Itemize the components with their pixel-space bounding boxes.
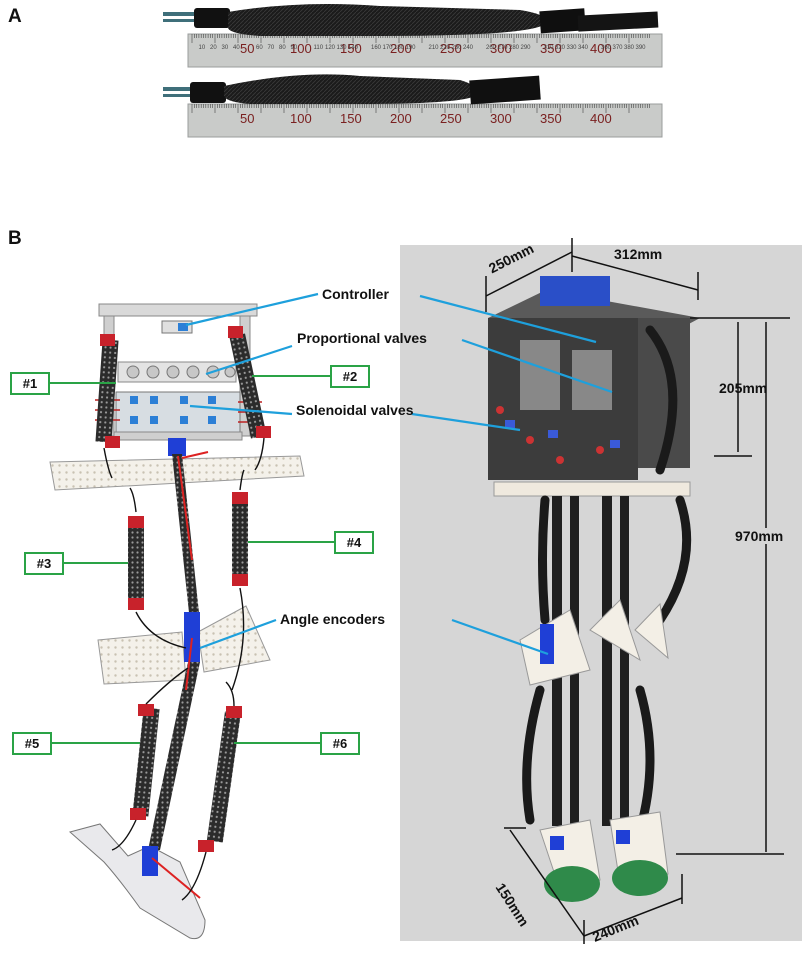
muscle-tag-2: #2: [330, 365, 370, 388]
ruler-minor-label: 240: [463, 45, 474, 51]
ruler-minor-label: 160: [371, 45, 382, 51]
prototype-knee-sectors: [519, 599, 669, 686]
ruler-minor-label: 190: [405, 45, 416, 51]
muscle-3: [128, 516, 144, 610]
ruler-label: 150: [340, 111, 362, 126]
proportional-valves-label: Proportional valves: [297, 330, 427, 346]
ruler-label: 250: [440, 111, 462, 126]
ruler-minor-label: 270: [497, 45, 508, 51]
ruler-label: 200: [390, 41, 412, 56]
ruler-minor-label: 140: [348, 45, 359, 51]
ruler-minor-label: 90: [290, 45, 298, 51]
ruler-minor-label: 120: [325, 45, 336, 51]
ruler-label: 300: [490, 111, 512, 126]
controller-label: Controller: [322, 286, 389, 302]
top-artificial-muscle: [163, 4, 659, 36]
panel-label-a: A: [8, 6, 22, 27]
torso-height-dimension: 205mm: [719, 380, 768, 396]
shank-link: [148, 662, 200, 850]
tendon-cables: [103, 437, 265, 901]
ruler-minor-label: 110: [313, 45, 324, 51]
ruler-label: 150: [340, 41, 362, 56]
angle-encoders-label: Angle encoders: [280, 611, 386, 627]
thigh-link: [172, 454, 200, 622]
ruler-minor-label: 380: [624, 45, 635, 51]
width-dimension: 312mm: [614, 246, 663, 262]
ruler-minor-label: 360: [601, 45, 612, 51]
ankle-encoder: [142, 846, 158, 876]
ruler-minor-label: 20: [210, 45, 217, 51]
joint-angle-indicators: [151, 451, 209, 899]
ruler-minor-label: 60: [256, 45, 263, 51]
ruler-minor-label: 260: [486, 45, 497, 51]
knee-sector: [197, 605, 271, 673]
ruler-minor-label: 280: [509, 45, 520, 51]
ruler-label: 200: [390, 111, 412, 126]
muscle-tag-5: #5: [12, 732, 52, 755]
knee-encoder: [184, 612, 200, 662]
muscle-5: [130, 704, 160, 820]
ruler-minor-label: 130: [336, 45, 347, 51]
ruler-minor-label: 220: [440, 45, 451, 51]
ruler-label: 350: [540, 41, 562, 56]
dimension-lines: [485, 238, 790, 944]
solenoidal-valves-label: Solenoidal valves: [296, 402, 414, 418]
ruler-minor-label: 320: [555, 45, 566, 51]
total-height-dimension: 970mm: [735, 528, 784, 544]
ruler-minor-label: 30: [221, 45, 229, 51]
ruler-label: 100: [290, 111, 312, 126]
panel-label-b: B: [8, 228, 22, 249]
ruler-minor-label: 330: [566, 45, 577, 51]
ruler-label: 300: [490, 41, 512, 56]
bottom-ruler: [187, 103, 663, 138]
ruler-label: 250: [440, 41, 462, 56]
ruler-minor-label: 340: [578, 45, 589, 51]
ruler-minor-label: 210: [428, 45, 439, 51]
ruler-minor-label: 180: [394, 45, 405, 51]
ruler-minor-label: 70: [267, 45, 275, 51]
muscle-tag-3: #3: [24, 552, 64, 575]
muscle-4: [232, 492, 248, 586]
prototype-feet: [539, 811, 669, 902]
bottom-artificial-muscle: [163, 74, 541, 105]
callout-lines: [185, 292, 613, 656]
tag-leader-lines: [50, 375, 334, 744]
ruler-minor-label: 170: [382, 45, 393, 51]
ruler-label: 400: [590, 111, 612, 126]
ruler-minor-label: 10: [198, 45, 206, 51]
muscle-tag-6: #6: [320, 732, 360, 755]
top-ruler: [187, 33, 663, 68]
prototype-torso: [488, 276, 700, 497]
muscle-tag-1: #1: [10, 372, 50, 395]
muscle-6: [198, 706, 242, 852]
ruler-minor-label: 40: [233, 45, 240, 51]
ruler-minor-label: 370: [612, 45, 623, 51]
ruler-label: 400: [590, 41, 612, 56]
ruler-minor-label: 230: [451, 45, 462, 51]
ruler-minor-label: 310: [543, 45, 554, 51]
ruler-minor-label: 80: [279, 45, 286, 51]
muscle-1: [95, 334, 120, 448]
ruler-label: 100: [290, 41, 312, 56]
ruler-label: 50: [240, 111, 255, 126]
ruler-label: 50: [240, 41, 255, 56]
ruler-label: 350: [540, 111, 562, 126]
muscle-tag-4: #4: [334, 531, 374, 554]
ruler-minor-label: 390: [635, 45, 646, 51]
ruler-minor-label: 290: [520, 45, 531, 51]
